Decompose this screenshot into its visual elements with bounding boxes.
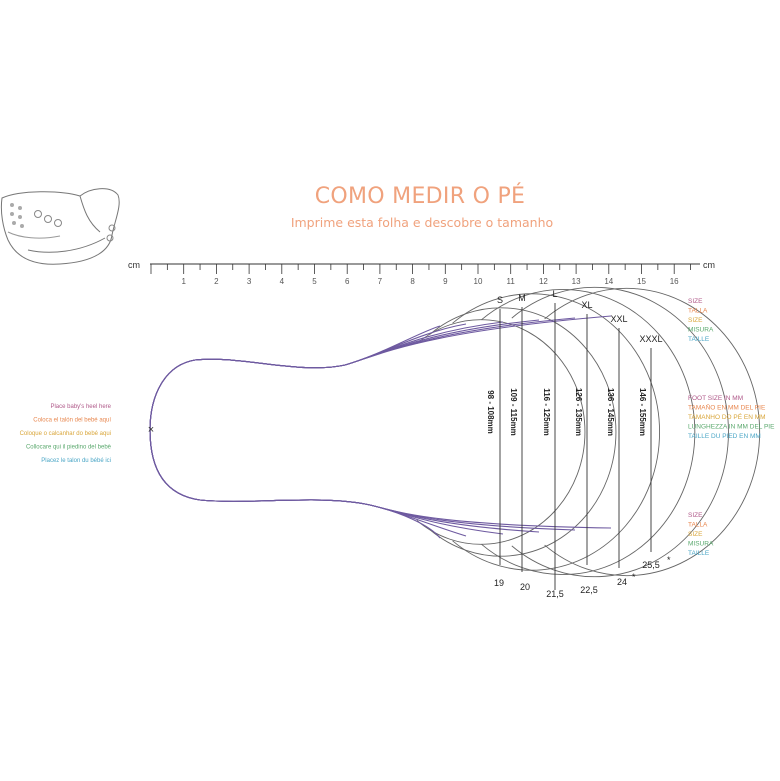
legend-entry: TAMAÑO EN MM DEL PIE: [688, 403, 766, 412]
eu-size-asterisk: *: [667, 555, 671, 565]
legend-entry: SIZE: [688, 512, 703, 519]
foot-outline-l: [149, 321, 504, 535]
size-circle-xl: [481, 289, 696, 575]
legend-entry: TAILLE: [688, 336, 710, 343]
eu-size: 21,5: [546, 589, 564, 599]
size-label: L: [552, 289, 557, 299]
ruler-tick-label: 14: [604, 277, 613, 286]
legend-entry: SIZE: [688, 531, 703, 538]
size-range: 109 - 115mm: [509, 388, 518, 436]
legend-entry: TAILLE DU PIED EN MM: [688, 433, 761, 440]
ruler-tick-label: 9: [443, 277, 448, 286]
ruler-tick-label: 5: [312, 277, 317, 286]
legend-entry: LUNGHEZZA IN MM DEL PIE: [688, 424, 775, 431]
heel-instruction: Coloca el talón del bebé aquí: [33, 418, 111, 424]
shoe-illustration: [0, 188, 120, 265]
ruler-unit-right: cm: [703, 260, 715, 270]
ruler-tick-label: 4: [280, 277, 285, 286]
size-range: 116 - 125mm: [542, 388, 551, 436]
legend-entry: TAILLE: [688, 550, 710, 557]
legend-entry: MISURA: [688, 541, 714, 548]
page-subtitle: Imprime esta folha e descobre o tamanho: [291, 215, 553, 230]
size-label: XXXL: [639, 334, 662, 344]
heel-instruction: Placez le talon du bébé ici: [41, 458, 111, 464]
ruler-tick-label: 2: [214, 277, 219, 286]
ruler-tick-label: 6: [345, 277, 350, 286]
size-label: XL: [581, 300, 592, 310]
legend-entry: SIZE: [688, 298, 703, 305]
size-circle-l: [452, 293, 661, 571]
size-range: 126 - 135mm: [574, 388, 583, 436]
size-range: 146 - 155mm: [638, 388, 647, 436]
legend-entry: TALLA: [688, 308, 708, 315]
legend-entry: SIZE: [688, 317, 703, 324]
ruler-tick-label: 7: [378, 277, 383, 286]
heel-instruction: Coloque o calcanhar do bebé aqui: [20, 431, 111, 437]
foot-outline-s: [149, 325, 441, 539]
foot-outline-m: [149, 323, 467, 537]
eu-size-asterisk: *: [632, 572, 636, 582]
ruler-tick-label: 1: [181, 277, 186, 286]
page-title: COMO MEDIR O PÉ: [315, 183, 526, 209]
legend-entry: MISURA: [688, 327, 714, 334]
size-circle-s: [416, 319, 586, 545]
size-lines: S 98 - 108mm 19 M 109 - 115mm 20 L 116 - 125mm 2…: [486, 289, 671, 599]
ruler-tick-label: 12: [539, 277, 548, 286]
size-circles: [416, 286, 761, 578]
size-circle-xxl: [511, 286, 729, 578]
eu-size: 20: [520, 582, 530, 592]
legend-entry: TALLA: [688, 522, 708, 529]
foot-outlines: [149, 315, 612, 539]
size-circle-m: [429, 307, 617, 557]
legend-size-top: SIZE TALLA SIZE MISURA TAILLE: [688, 298, 714, 343]
ruler-tick-label: 13: [572, 277, 581, 286]
ruler-tick-label: 10: [474, 277, 483, 286]
size-range: 98 - 108mm: [486, 390, 495, 434]
size-label: M: [518, 293, 526, 303]
foot-outline-xxxl: [149, 315, 612, 529]
ruler-tick-label: 16: [670, 277, 679, 286]
ruler-tick-label: 11: [507, 277, 516, 286]
ruler-unit-left: cm: [128, 260, 140, 270]
legend-size-bottom: SIZE TALLA SIZE MISURA TAILLE: [688, 512, 714, 557]
eu-size: 25,5: [642, 560, 660, 570]
eu-size: 19: [494, 578, 504, 588]
ruler-tick-label: 15: [637, 277, 646, 286]
legend-entry: FOOT SIZE IN MM: [688, 395, 743, 402]
size-label: S: [497, 295, 503, 305]
size-range: 136 - 145mm: [606, 388, 615, 436]
heel-instruction: Place baby's heel here: [50, 404, 111, 410]
heel-instruction: Collocare qui il piedino del bebè: [26, 445, 112, 451]
eu-size: 22,5: [580, 585, 598, 595]
heel-mark-icon: ×: [148, 424, 154, 436]
size-label: XXL: [610, 314, 627, 324]
ruler-tick-label: 3: [247, 277, 252, 286]
ruler-tick-label: 8: [410, 277, 415, 286]
eu-size: 24: [617, 577, 627, 587]
size-circle-xxxl: [544, 287, 761, 577]
legend-entry: TAMANHO DO PÉ EN MM: [688, 412, 766, 421]
